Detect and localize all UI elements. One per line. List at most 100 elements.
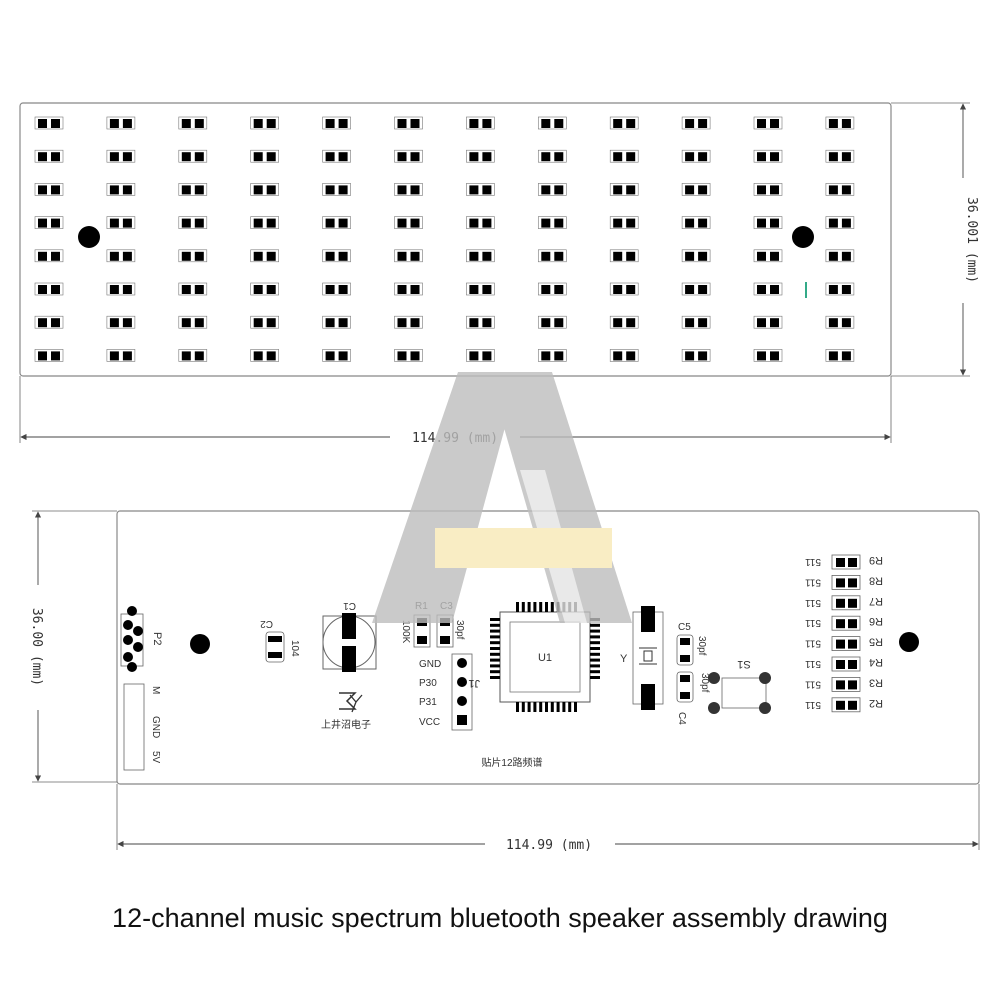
bottom-board: 36.00 (mm) 114.99 (mm) P2 M GND 5V (28, 510, 980, 853)
led-footprint (825, 249, 855, 263)
led-footprint (609, 315, 639, 329)
p2-label: P2 (151, 632, 163, 645)
bottom-width-dim: 114.99 (mm) (506, 838, 592, 853)
led-footprint (34, 116, 64, 130)
led-footprint (609, 216, 639, 229)
led-footprint (322, 183, 351, 196)
resistor-label: R6 (869, 615, 883, 627)
resistor-r4: 511 R4 (805, 656, 883, 672)
led-footprint (106, 216, 136, 229)
led-footprint (178, 349, 208, 362)
led-footprint (609, 349, 639, 362)
led-footprint (106, 149, 136, 163)
led-footprint (825, 282, 855, 296)
led-footprint (753, 216, 783, 229)
led-footprint (250, 216, 279, 229)
resistor-label: R5 (869, 636, 883, 648)
led-footprint (681, 149, 711, 163)
led-footprint (250, 249, 279, 263)
led-footprint (250, 183, 279, 196)
c1-capacitor (322, 613, 377, 672)
led-footprint (106, 349, 136, 362)
c3-value: 30pf (454, 620, 465, 640)
led-grid (34, 116, 855, 362)
led-footprint (394, 216, 423, 229)
led-footprint (825, 149, 855, 163)
led-footprint (106, 249, 136, 263)
bottom-mounting-hole-right (899, 632, 919, 652)
led-footprint (825, 183, 855, 196)
resistor-value: 511 (805, 658, 821, 669)
led-footprint (322, 216, 351, 229)
s1-switch (708, 672, 771, 714)
led-footprint (681, 315, 711, 329)
top-height-dim: 36.001 (mm) (964, 197, 979, 283)
led-footprint (250, 315, 279, 329)
s1-label: S1 (737, 658, 750, 670)
led-footprint (466, 349, 495, 362)
c2-capacitor (265, 631, 285, 663)
led-footprint (681, 282, 711, 296)
led-footprint (322, 282, 351, 296)
led-footprint (753, 116, 783, 130)
led-footprint (753, 183, 783, 196)
led-footprint (34, 349, 64, 362)
port-gnd-label: GND (150, 716, 161, 738)
led-footprint (394, 315, 423, 329)
led-footprint (106, 183, 136, 196)
led-footprint (825, 349, 855, 362)
led-footprint (609, 282, 639, 296)
led-footprint (106, 116, 136, 130)
led-footprint (753, 282, 783, 296)
led-footprint (322, 116, 351, 130)
led-footprint (681, 183, 711, 196)
led-footprint (250, 149, 279, 163)
led-footprint (34, 249, 64, 263)
c2-label: C2 (260, 618, 273, 629)
led-footprint (681, 216, 711, 229)
mounting-hole-right (792, 226, 814, 248)
u1-label: U1 (538, 652, 552, 664)
u1-chip (490, 602, 600, 712)
led-footprint (609, 149, 639, 163)
led-footprint (609, 249, 639, 263)
resistor-label: R4 (869, 656, 883, 668)
led-footprint (466, 149, 495, 163)
led-footprint (178, 282, 208, 296)
led-footprint (322, 249, 351, 263)
led-footprint (178, 149, 208, 163)
led-footprint (394, 149, 423, 163)
led-footprint (34, 216, 64, 229)
bottom-height-dim: 36.00 (mm) (29, 608, 44, 686)
watermark-logo (372, 372, 632, 623)
resistor-label: R8 (869, 574, 883, 586)
led-footprint (537, 349, 567, 362)
led-footprint (825, 315, 855, 329)
led-footprint (537, 315, 567, 329)
logo-text: 上井沼电子 (321, 718, 371, 731)
mounting-hole-left (78, 226, 100, 248)
led-footprint (466, 315, 495, 329)
led-footprint (394, 282, 423, 296)
led-footprint (537, 183, 567, 196)
led-footprint (537, 282, 567, 296)
led-footprint (466, 249, 495, 263)
c5-label: C5 (678, 622, 691, 633)
led-footprint (681, 249, 711, 263)
led-footprint (34, 282, 64, 296)
led-footprint (466, 116, 495, 130)
resistor-label: R9 (869, 554, 883, 566)
led-footprint (681, 116, 711, 130)
led-footprint (34, 315, 64, 329)
led-footprint (178, 183, 208, 196)
led-footprint (322, 315, 351, 329)
led-footprint (106, 315, 136, 329)
c1-label: C1 (343, 600, 356, 611)
